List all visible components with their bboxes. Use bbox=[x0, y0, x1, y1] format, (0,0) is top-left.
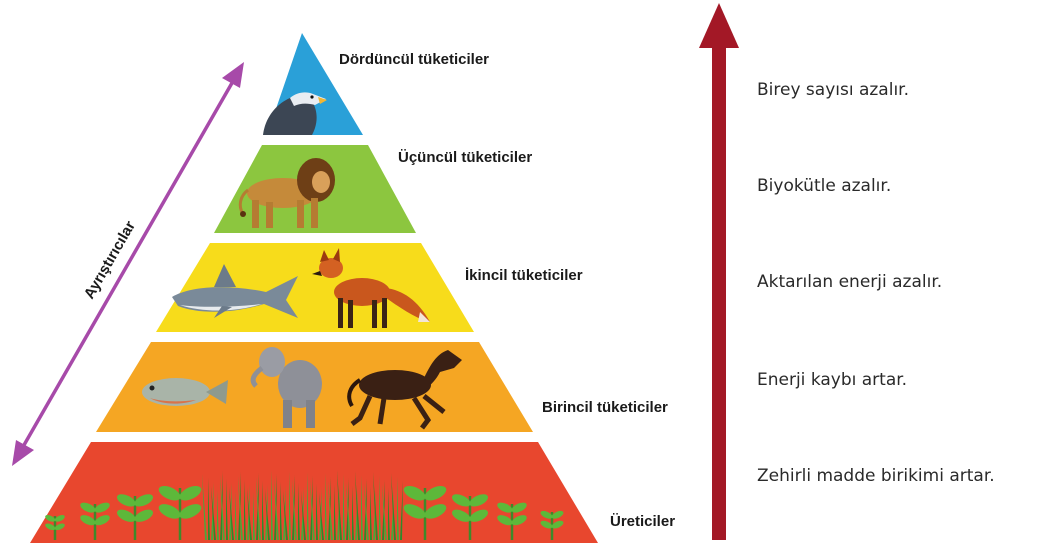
level-label-quaternary: Dördüncül tüketiciler bbox=[339, 51, 489, 68]
level-label-tertiary: Üçüncül tüketiciler bbox=[398, 149, 532, 166]
statement-individuals: Birey sayısı azalır. bbox=[757, 80, 909, 100]
level-label-secondary: İkincil tüketiciler bbox=[465, 267, 583, 284]
upward-trend-arrow bbox=[699, 3, 739, 540]
statement-toxic-accumulation: Zehirli madde birikimi artar. bbox=[757, 466, 995, 486]
statement-energy-transfer: Aktarılan enerji azalır. bbox=[757, 272, 942, 292]
statement-biomass: Biyokütle azalır. bbox=[757, 176, 891, 196]
level-label-primary: Birincil tüketiciler bbox=[542, 399, 668, 416]
level-label-producers: Üreticiler bbox=[610, 513, 675, 530]
statement-energy-loss: Enerji kaybı artar. bbox=[757, 370, 907, 390]
